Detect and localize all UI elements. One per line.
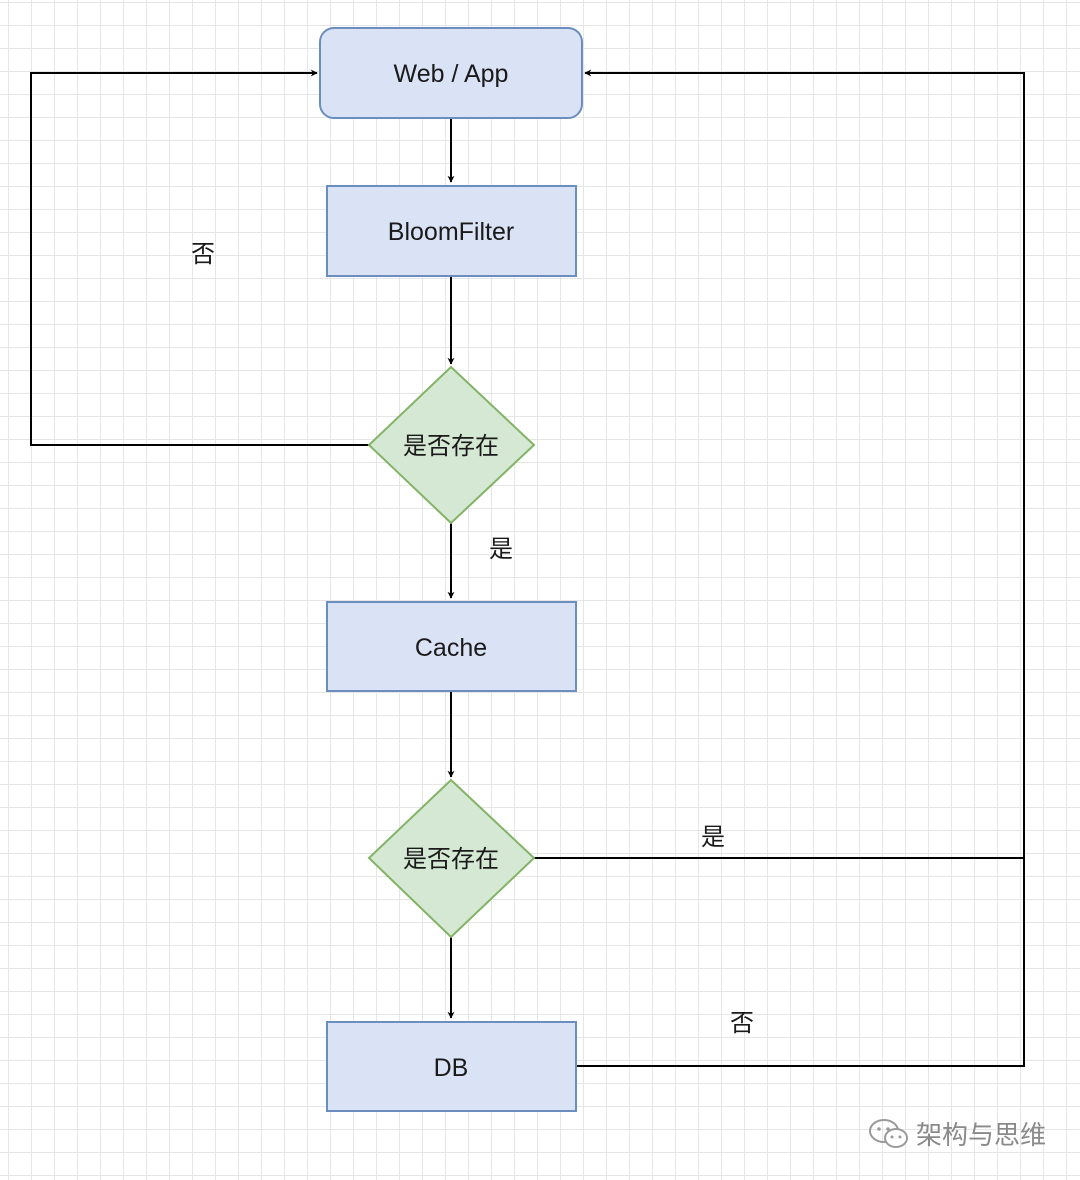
edge-label-db-no: 否 [730,1009,754,1037]
node-db-shape [326,1021,577,1112]
node-cache-shape [326,601,577,692]
node-web-app-shape [319,27,583,119]
edge-decision2-yes-to-webapp [534,69,1025,859]
node-cache-label: Cache [415,634,487,662]
node-decision-2-label: 是否存在 [403,845,499,873]
node-decision-2-shape [367,778,536,939]
node-bloom-filter-label: BloomFilter [388,218,514,246]
node-decision-2[interactable]: 是否存在 [367,778,536,939]
node-db[interactable]: DB [326,1021,577,1112]
node-bloom-filter-shape [326,185,577,277]
edge-label-decision2-yes: 是 [701,823,725,851]
node-db-label: DB [434,1054,469,1082]
edge-db-no-to-webapp [576,858,1025,1067]
edge-label-decision1-yes: 是 [489,535,513,563]
node-decision-1-shape [367,365,536,525]
wechat-icon [868,1118,908,1148]
watermark-text: 架构与思维 [915,1121,1046,1151]
node-cache[interactable]: Cache [326,601,577,692]
node-decision-1[interactable]: 是否存在 [367,365,536,525]
edge-label-decision1-no: 否 [191,240,215,268]
node-web-app-label: Web / App [394,60,509,88]
node-decision-1-label: 是否存在 [403,432,499,460]
node-web-app[interactable]: Web / App [319,27,583,119]
node-bloom-filter[interactable]: BloomFilter [326,185,577,277]
edge-decision1-no-to-webapp [30,69,369,446]
watermark: 架构与思维 [868,1115,1046,1152]
